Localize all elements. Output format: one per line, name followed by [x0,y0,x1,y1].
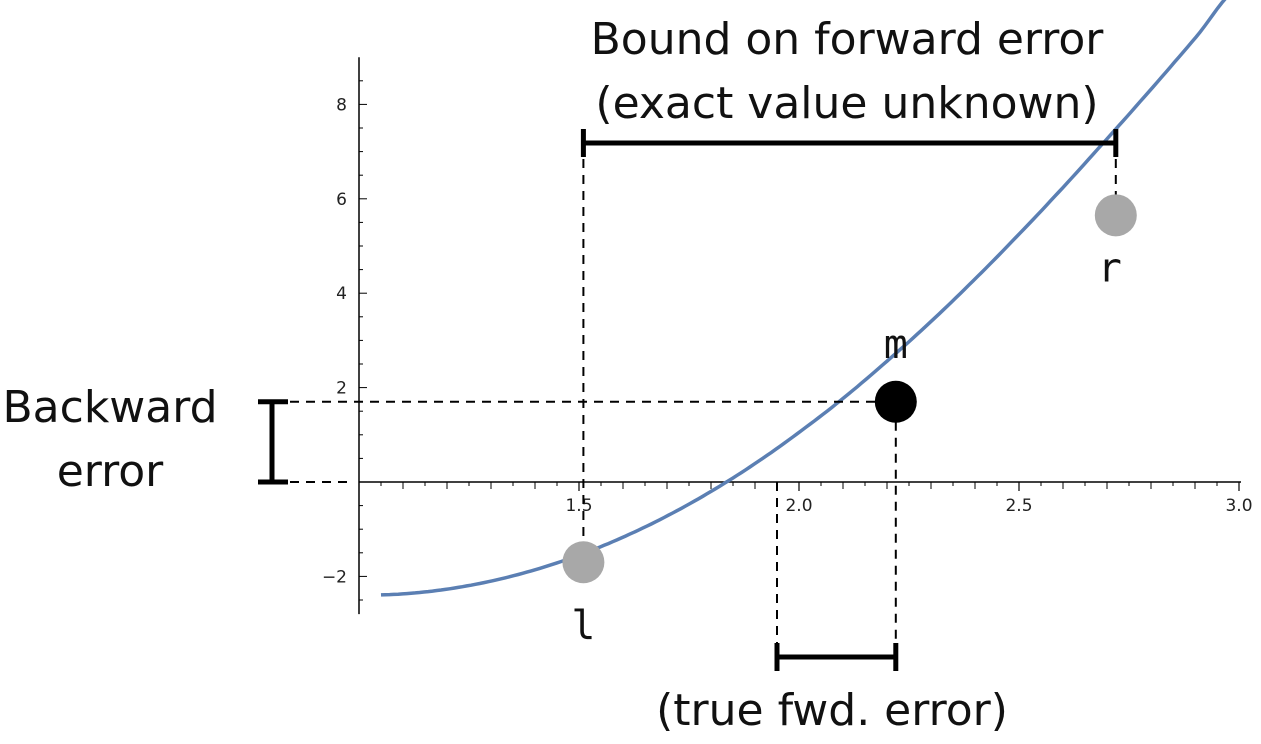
x-tick-label: 3.0 [1225,496,1252,516]
y-tick-label: 8 [336,95,347,115]
point-r [1094,194,1137,237]
minor-ticks [359,80,1240,601]
backward-error-label-line2: error [57,446,164,497]
function-curve [380,0,1227,597]
forward-bound-title-line2: (exact value unknown) [595,78,1098,129]
point-l [562,541,605,584]
y-tick-label: 2 [336,379,347,399]
point-m [874,380,917,423]
x-tick-label: 2.5 [1005,496,1032,516]
point-label-r: r [1098,245,1122,291]
x-ticks: 1.5 2.0 2.5 3.0 [565,482,1253,516]
dashed-guides [290,143,1117,657]
data-points: l m r [562,194,1137,649]
x-tick-label: 2.0 [785,496,812,516]
backward-error-label-line1: Backward [2,382,217,433]
y-ticks: −2 2 4 6 8 [322,95,347,587]
point-label-m: m [884,322,908,368]
forward-bound-title-line1: Bound on forward error [591,14,1105,65]
true-forward-error-label: (true fwd. error) [656,685,1008,736]
axes: 1.5 2.0 2.5 3.0 −2 2 4 6 8 [322,57,1253,615]
x-tick-label: 1.5 [565,496,592,516]
y-tick-label: 6 [336,190,347,210]
y-tick-label: −2 [322,567,347,587]
point-label-l: l [571,603,595,649]
y-tick-label: 4 [336,284,347,304]
error-brackets [258,129,1119,671]
